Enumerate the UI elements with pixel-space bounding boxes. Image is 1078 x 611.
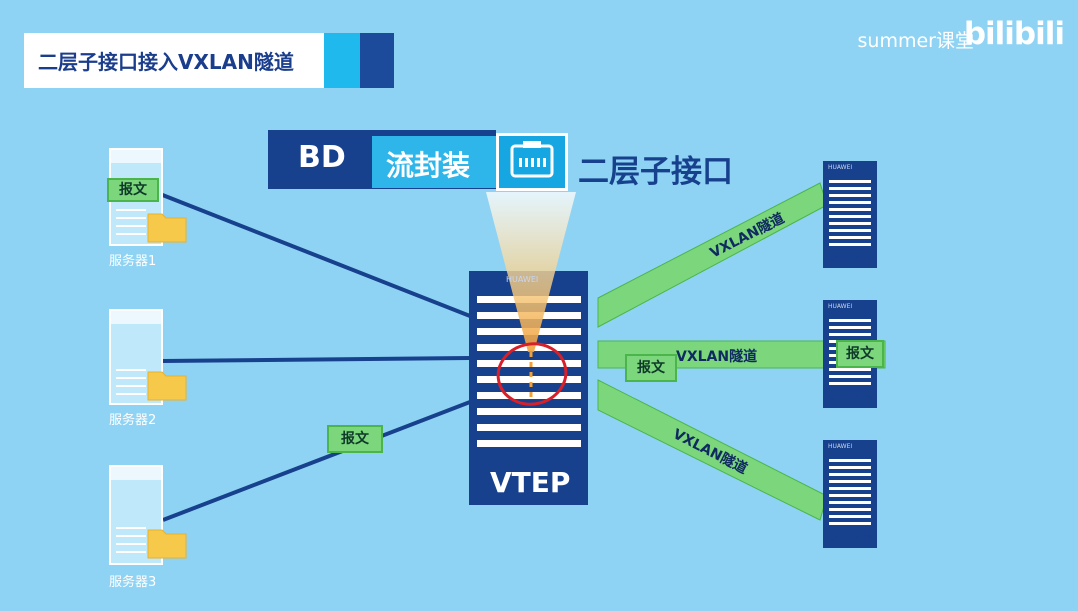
server3-link [162,400,471,522]
vtep-2-brand: HUAWEI [828,303,853,310]
highlight-circle [496,342,568,406]
tunnel-3-band [597,379,828,521]
page-title: 二层子接口接入VXLAN隧道 [38,50,294,74]
folder-3-icon [147,529,187,559]
server-3-label: 服务器3 [109,575,157,590]
packet-tag-server1: 报文 [107,178,159,202]
server1-link [159,192,471,318]
watermark-channel: summer课堂 [857,30,974,52]
folder-2-icon [147,371,187,401]
server2-link [161,356,471,363]
packet-tag-vtep2: 报文 [836,340,884,368]
vtep-1-brand: HUAWEI [828,164,853,171]
flow-encap-label: 流封装 [386,149,471,182]
server-1-label: 服务器1 [109,254,157,269]
vtep-3-label: VTEP_3 [828,533,873,546]
central-vtep-label: VTEP [490,466,571,499]
server-2-label: 服务器2 [109,413,157,428]
bd-label: BD [298,140,346,175]
folder-1-icon [147,213,187,243]
packet-tag-server3-link: 报文 [327,425,383,453]
sub-interface-label: 二层子接口 [578,154,733,190]
vtep-1-label: VTEP_1 [828,253,873,266]
vtep-2-label: VTEP_2 [828,393,873,406]
vtep-3-brand: HUAWEI [828,443,853,450]
tunnel-2-label: VXLAN隧道 [676,348,757,365]
vtep-1-device [823,161,877,268]
title-box [24,33,324,88]
title-accent-light [324,33,360,88]
vtep-3-device [823,440,877,548]
ethernet-port-icon [496,133,568,191]
light-beam [486,192,576,352]
flow-encap-box [372,136,496,188]
packet-tag-tunnel2: 报文 [625,354,677,382]
title-accent-dark [360,33,394,88]
central-vtep-brand: HUAWEI [506,275,539,284]
watermark-site-logo: bilibili [963,16,1065,52]
